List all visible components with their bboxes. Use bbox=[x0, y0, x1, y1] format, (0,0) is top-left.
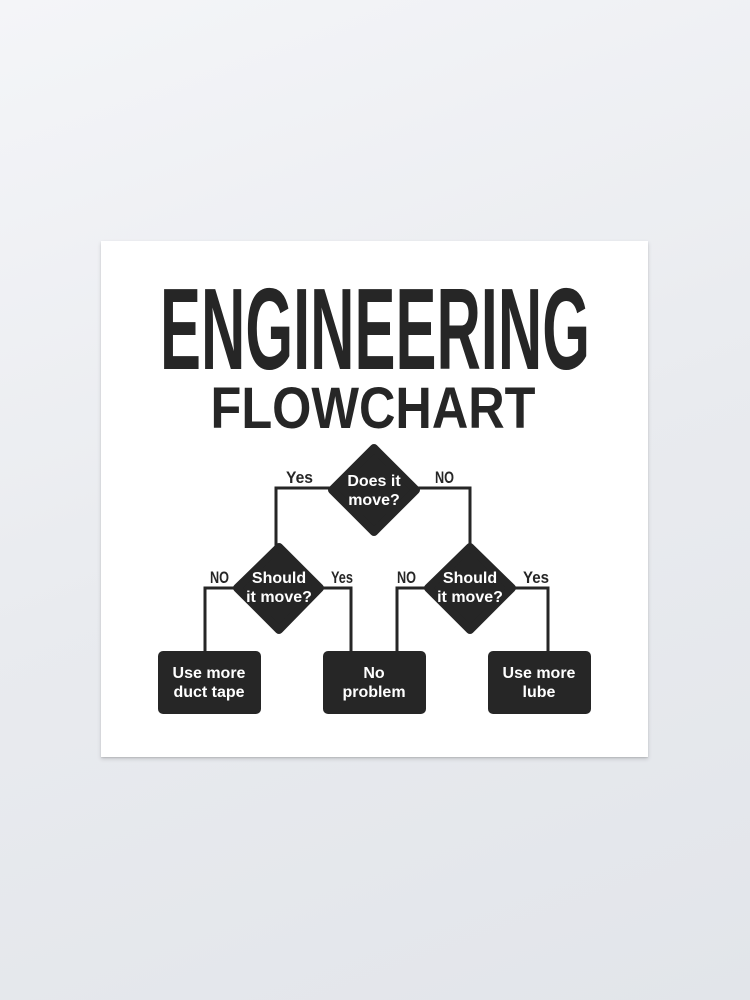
decision-left bbox=[233, 543, 324, 634]
lube-line2: lube bbox=[523, 684, 556, 701]
label-left-no: NO bbox=[210, 568, 229, 587]
label-right-no: NO bbox=[397, 568, 416, 587]
edge-root-yes bbox=[274, 486, 330, 546]
left-q-line1: Should bbox=[252, 570, 306, 587]
outcome-duct-tape bbox=[158, 651, 261, 714]
label-root-yes: Yes bbox=[286, 468, 313, 487]
decision-root bbox=[328, 444, 420, 536]
duct-tape-line2: duct tape bbox=[173, 684, 244, 701]
no-problem-line2: problem bbox=[342, 684, 405, 701]
root-line2: move? bbox=[348, 492, 400, 509]
connectors bbox=[203, 486, 550, 652]
label-right-yes: Yes bbox=[523, 568, 549, 587]
edge-right-yes bbox=[514, 586, 550, 652]
lube-line1: Use more bbox=[503, 665, 576, 682]
label-root-no: NO bbox=[435, 468, 454, 487]
label-left-yes: Yes bbox=[331, 568, 353, 587]
edge-right-no bbox=[395, 586, 426, 652]
subtitle: FLOWCHART bbox=[211, 376, 536, 441]
right-q-line2: it move? bbox=[437, 589, 503, 606]
outcome-lube bbox=[488, 651, 591, 714]
title: ENGINEERING bbox=[160, 264, 590, 394]
outcome-no-problem bbox=[323, 651, 426, 714]
decision-right bbox=[424, 543, 516, 634]
duct-tape-line1: Use more bbox=[173, 665, 246, 682]
edge-left-yes bbox=[322, 586, 353, 652]
no-problem-line1: No bbox=[363, 665, 385, 682]
root-line1: Does it bbox=[347, 473, 401, 490]
right-q-line1: Should bbox=[443, 570, 497, 587]
edge-root-no bbox=[418, 486, 472, 546]
edge-left-no bbox=[203, 586, 235, 652]
left-q-line2: it move? bbox=[246, 589, 312, 606]
